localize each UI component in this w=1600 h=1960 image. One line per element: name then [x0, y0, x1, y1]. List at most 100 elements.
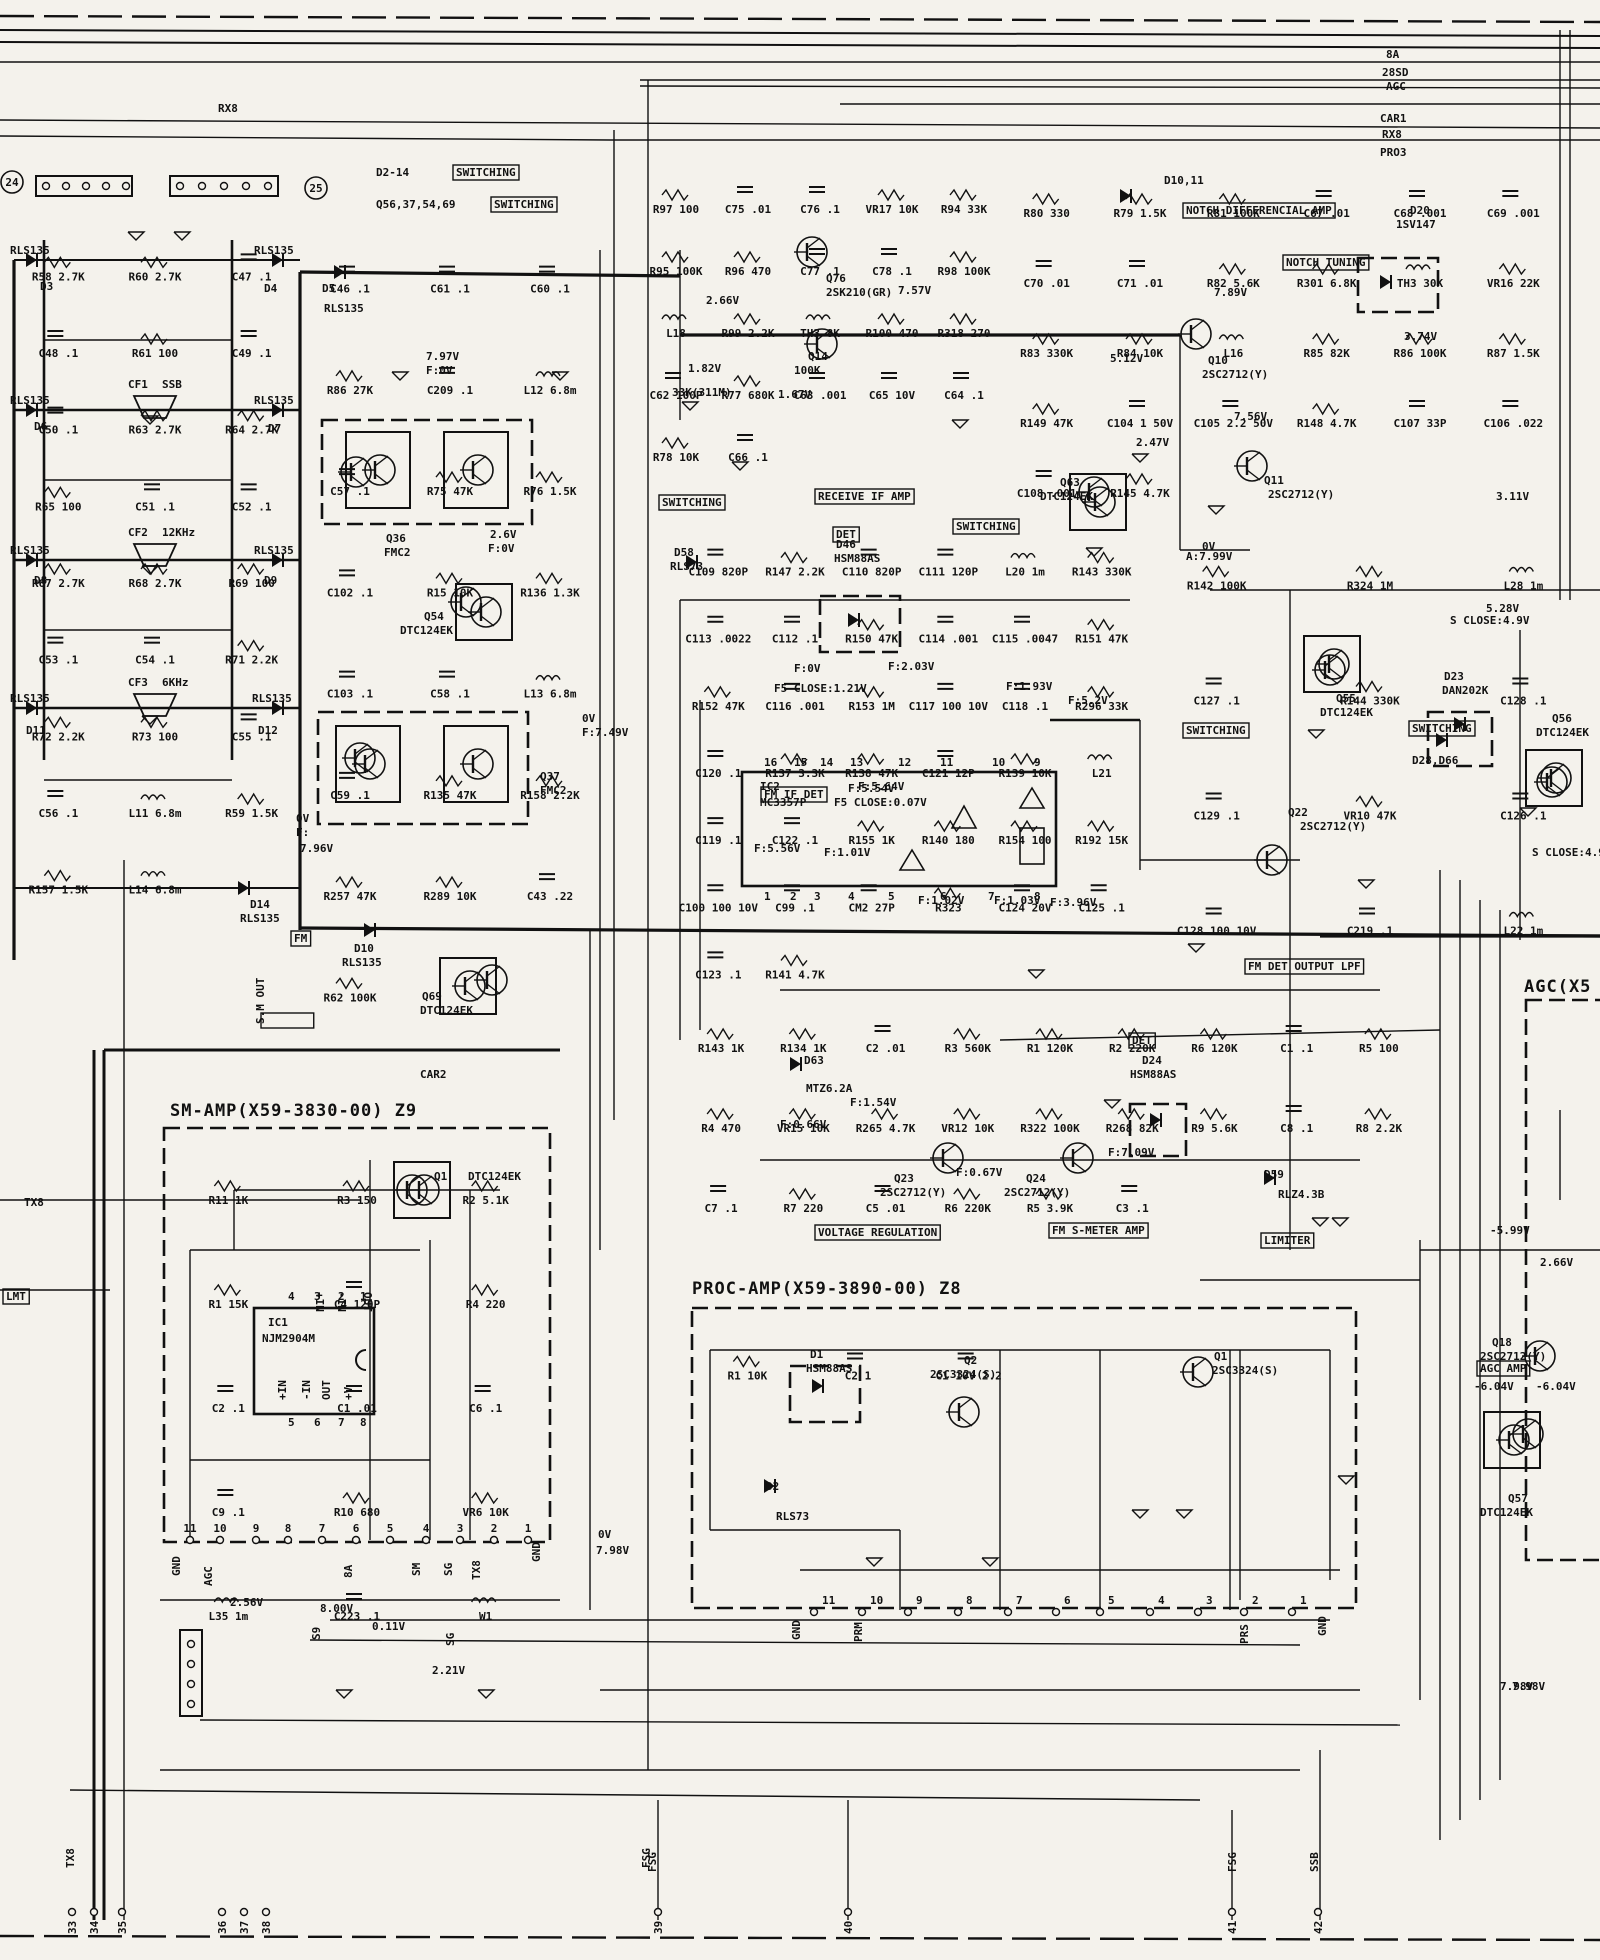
heading-switching-6-box [1182, 722, 1250, 739]
resistor-symbol [140, 332, 168, 346]
voltage-reading: 7.96V [300, 842, 333, 855]
heading-switching-3: SWITCHING [662, 496, 722, 509]
dtc-q55-transistor-collector [1328, 649, 1343, 661]
transistor-part: 2SC2712(Y) [1268, 488, 1334, 501]
component-label: C121 12P [922, 767, 975, 780]
edge-pin [117, 1907, 127, 1917]
transistor-q54-collector [460, 587, 475, 599]
voltage-reading: 0V [582, 712, 596, 725]
sm-amp-pin-label: GND [170, 1556, 183, 1576]
edge-pin-label: FSG [640, 1848, 653, 1868]
proc-amp-pin-number: 10 [870, 1594, 883, 1607]
component-label: R296 33K [1075, 700, 1128, 713]
transistor-q56 [1534, 766, 1568, 798]
component-label: R148 4.7K [1297, 417, 1357, 430]
transistor-q23-collector [942, 1143, 957, 1155]
sm-amp-pin-number: 11 [183, 1522, 197, 1535]
edge-pin-number: 33 [66, 1921, 79, 1934]
component-label: C75 .01 [725, 203, 772, 216]
component-label: C60 .1 [530, 283, 570, 296]
ic2-pin: 14 [820, 756, 834, 769]
sm-amp-pin-number: 5 [387, 1522, 394, 1535]
resistor-symbol [1125, 332, 1153, 346]
edge-pin [89, 1907, 99, 1917]
transistor-ref: Q1 [1214, 1350, 1228, 1363]
diode-part: RLS135 [342, 956, 382, 969]
heading-notch-tuning-box [1282, 254, 1370, 271]
component-label: C9 .1 [212, 1506, 245, 1519]
voltage-reading: 2.66V [1540, 1256, 1573, 1269]
component-label: R97 100 [653, 203, 699, 216]
q36-transistor-a-emitter [374, 473, 389, 485]
transistor-ref: Q18 [1492, 1336, 1512, 1349]
component-label: C71 .01 [1117, 277, 1164, 290]
component-label: R71 2.2K [225, 654, 278, 667]
component-label: R69 100 [228, 577, 274, 590]
component-label: R257 47K [324, 890, 377, 903]
connector-25-marker [304, 176, 328, 200]
sm-pot-label: SG [444, 1632, 457, 1646]
ic1-pin: 4 [288, 1290, 295, 1303]
resistor-symbol [535, 470, 563, 484]
component-label: R63 2.7K [129, 424, 182, 437]
sm-amp-pin-number: 1 [525, 1522, 532, 1535]
resistor-symbol [1498, 262, 1526, 276]
dtc-q63-box [1069, 473, 1127, 531]
ground-symbol [391, 371, 410, 381]
inductor-symbol [1405, 264, 1431, 271]
component-label: R59 1.5K [225, 807, 278, 820]
transistor-part: DTC124EK [1320, 706, 1373, 719]
voltage-reading: S CLOSE:4.9V [1450, 614, 1530, 627]
component-label: R77 680K [722, 389, 775, 402]
resistor-symbol [661, 188, 689, 202]
ic2-pin: 13 [850, 756, 863, 769]
voltage-reading: 8.00V [320, 1602, 353, 1615]
resistor-symbol [535, 572, 563, 585]
resistor-symbol [1355, 795, 1383, 808]
voltage-reading: 7.56V [1234, 410, 1267, 423]
diode-ref: D3 [40, 280, 53, 293]
q36-cell [443, 431, 509, 509]
resistor-symbol [1117, 1027, 1145, 1041]
ic2-amp-symbol [1018, 786, 1046, 809]
inductor-symbol [1087, 754, 1113, 761]
component-label: C7 .1 [705, 1202, 738, 1215]
resistor-symbol [733, 312, 761, 326]
w1-pin [186, 1679, 196, 1689]
diode-d6 [26, 403, 37, 417]
ic2-amp-symbol [950, 804, 978, 829]
transistor-q18-emitter [1534, 1359, 1549, 1371]
resistor-symbol [1312, 332, 1340, 346]
sm-amp-pin-label: AGC [202, 1566, 215, 1586]
resistor-symbol [1355, 565, 1383, 578]
proc-amp-pin [1287, 1607, 1297, 1617]
component-label: C115 .0047 [992, 633, 1058, 646]
dtc-q54-box [455, 583, 513, 641]
diode-ref: D2 [766, 1480, 779, 1493]
voltage-reading: 7.89V [1214, 286, 1247, 299]
resistor-symbol [706, 1027, 734, 1041]
ic1-pin: 3 [314, 1290, 321, 1303]
component-label: R158 2.2K [520, 789, 580, 802]
ic1-io-label: +IN [313, 1292, 326, 1312]
filter-ref: CF2 [128, 526, 148, 539]
resistor-symbol [1035, 1187, 1063, 1201]
transistor-part: 2SC3324(S) [1212, 1364, 1278, 1377]
diode-part: HSM88AS [1130, 1068, 1176, 1081]
ic1-pin: 8 [360, 1416, 367, 1429]
voltage-reading: F: [296, 826, 309, 839]
transistor-q1-emitter [1192, 1375, 1207, 1387]
connector-24-block [35, 175, 133, 197]
transistor-ref: Q36 [386, 532, 406, 545]
sm-amp-pin-label: 8A [342, 1564, 355, 1578]
wire [309, 1639, 1301, 1646]
component-label: R150 47K [845, 633, 898, 646]
resistor-symbol [1010, 819, 1038, 833]
voltage-reading: F:0V [488, 542, 515, 555]
voltage-reading: 3.11V [1496, 490, 1529, 503]
edge-pin [1313, 1907, 1323, 1917]
component-label: R86 27K [327, 384, 374, 397]
ic2-pin: 16 [764, 756, 778, 769]
component-label: R11 1K [208, 1194, 248, 1207]
d1-outline [788, 1364, 862, 1424]
